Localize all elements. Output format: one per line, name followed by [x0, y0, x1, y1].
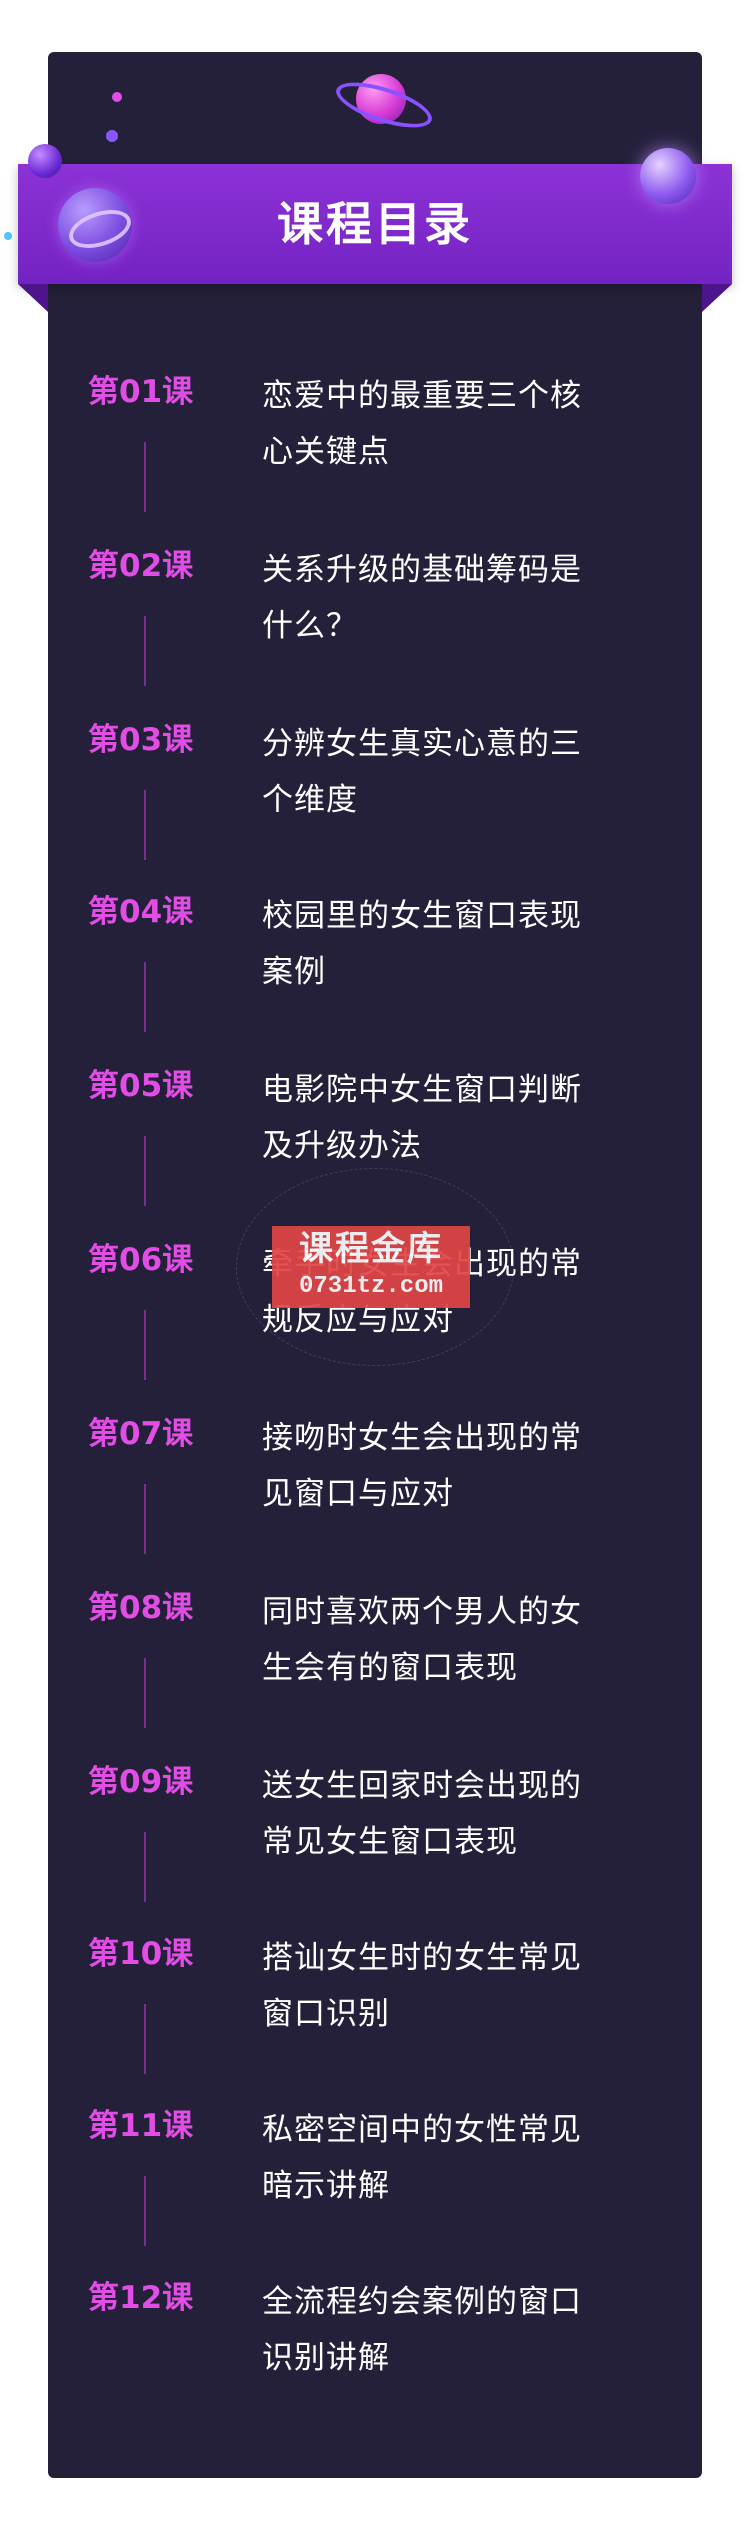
- lesson-title-line: 私密空间中的女性常见: [262, 2112, 582, 2148]
- lesson-title-line: 见窗口与应对: [262, 1476, 454, 1512]
- timeline-connector: [144, 790, 146, 860]
- list-item[interactable]: 第01课 恋爱中的最重要三个核 心关键点: [88, 368, 648, 478]
- lesson-label: 第10课: [88, 1936, 194, 1972]
- lesson-title-line: 同时喜欢两个男人的女: [262, 1594, 582, 1630]
- lesson-label: 第09课: [88, 1764, 194, 1800]
- lesson-label: 第02课: [88, 548, 194, 584]
- banner-fold-left: [18, 284, 48, 312]
- lesson-title: 关系升级的基础筹码是 什么？: [262, 542, 632, 654]
- lesson-title-line: 分辨女生真实心意的三: [262, 726, 582, 762]
- timeline-connector: [144, 1136, 146, 1206]
- lesson-title-line: 电影院中女生窗口判断: [262, 1072, 582, 1108]
- list-item[interactable]: 第12课 全流程约会案例的窗口 识别讲解: [88, 2274, 648, 2384]
- lesson-label: 第08课: [88, 1590, 194, 1626]
- timeline-connector: [144, 1484, 146, 1554]
- lesson-label: 第07课: [88, 1416, 194, 1452]
- banner-fold-right: [702, 284, 732, 312]
- lesson-title-line: 及升级办法: [262, 1128, 422, 1164]
- lesson-title-line: 关系升级的基础筹码是: [262, 552, 582, 588]
- small-star-icon: [112, 92, 122, 102]
- lesson-title-line: 案例: [262, 954, 326, 990]
- timeline-connector: [144, 616, 146, 686]
- list-item[interactable]: 第11课 私密空间中的女性常见 暗示讲解: [88, 2102, 648, 2212]
- lesson-title-line: 窗口识别: [262, 1996, 390, 2032]
- watermark-main: 课程金库: [299, 1229, 443, 1269]
- lesson-title: 校园里的女生窗口表现 案例: [262, 888, 632, 1000]
- lesson-title-line: 恋爱中的最重要三个核: [262, 378, 582, 414]
- lesson-title: 电影院中女生窗口判断 及升级办法: [262, 1062, 632, 1174]
- lesson-title-line: 校园里的女生窗口表现: [262, 898, 582, 934]
- lesson-label: 第03课: [88, 722, 194, 758]
- list-item[interactable]: 第08课 同时喜欢两个男人的女 生会有的窗口表现: [88, 1584, 648, 1694]
- small-planet-icon: [106, 130, 118, 142]
- lesson-label: 第01课: [88, 374, 194, 410]
- purple-planet-icon: [28, 144, 62, 178]
- lesson-title-line: 心关键点: [262, 434, 390, 470]
- timeline-connector: [144, 1658, 146, 1728]
- small-star-icon: [4, 232, 12, 240]
- timeline-connector: [144, 962, 146, 1032]
- lesson-title: 接吻时女生会出现的常 见窗口与应对: [262, 1410, 632, 1522]
- list-item[interactable]: 第03课 分辨女生真实心意的三 个维度: [88, 716, 648, 826]
- lesson-label: 第06课: [88, 1242, 194, 1278]
- lesson-title-line: 识别讲解: [262, 2340, 390, 2376]
- ringed-planet-icon: [58, 188, 132, 262]
- timeline-connector: [144, 2176, 146, 2246]
- lesson-title: 搭讪女生时的女生常见 窗口识别: [262, 1930, 632, 2042]
- lesson-title-line: 搭讪女生时的女生常见: [262, 1940, 582, 1976]
- list-item[interactable]: 第07课 接吻时女生会出现的常 见窗口与应对: [88, 1410, 648, 1520]
- lesson-title-line: 暗示讲解: [262, 2168, 390, 2204]
- timeline-connector: [144, 1310, 146, 1380]
- timeline-connector: [144, 2004, 146, 2074]
- title-banner: [18, 164, 732, 284]
- lesson-title: 恋爱中的最重要三个核 心关键点: [262, 368, 632, 480]
- lesson-title-line: 什么？: [262, 608, 358, 644]
- timeline-connector: [144, 1832, 146, 1902]
- lesson-title-line: 送女生回家时会出现的: [262, 1768, 582, 1804]
- lesson-title: 同时喜欢两个男人的女 生会有的窗口表现: [262, 1584, 632, 1696]
- lesson-title: 全流程约会案例的窗口 识别讲解: [262, 2274, 632, 2386]
- glowing-planet-icon: [640, 148, 696, 204]
- lesson-title: 分辨女生真实心意的三 个维度: [262, 716, 632, 828]
- watermark-url: 0731tz.com: [298, 1273, 444, 1300]
- pink-planet-icon: [356, 74, 406, 124]
- list-item[interactable]: 第05课 电影院中女生窗口判断 及升级办法: [88, 1062, 648, 1172]
- lesson-label: 第04课: [88, 894, 194, 930]
- list-item[interactable]: 第10课 搭讪女生时的女生常见 窗口识别: [88, 1930, 648, 2040]
- timeline-connector: [144, 442, 146, 512]
- lesson-label: 第11课: [88, 2108, 194, 2144]
- list-item[interactable]: 第02课 关系升级的基础筹码是 什么？: [88, 542, 648, 652]
- watermark-ring: [236, 1168, 514, 1366]
- lesson-label: 第05课: [88, 1068, 194, 1104]
- list-item[interactable]: 第04课 校园里的女生窗口表现 案例: [88, 888, 648, 998]
- lesson-title-line: 接吻时女生会出现的常: [262, 1420, 582, 1456]
- lesson-title-line: 个维度: [262, 782, 358, 818]
- lesson-title: 送女生回家时会出现的 常见女生窗口表现: [262, 1758, 632, 1870]
- page-title: 课程目录: [277, 197, 473, 251]
- list-item[interactable]: 第09课 送女生回家时会出现的 常见女生窗口表现: [88, 1758, 648, 1868]
- lesson-title: 私密空间中的女性常见 暗示讲解: [262, 2102, 632, 2214]
- lesson-title-line: 常见女生窗口表现: [262, 1824, 518, 1860]
- watermark-badge: 课程金库 0731tz.com: [272, 1226, 470, 1308]
- lesson-label: 第12课: [88, 2280, 194, 2316]
- lesson-title-line: 生会有的窗口表现: [262, 1650, 518, 1686]
- lesson-title-line: 全流程约会案例的窗口: [262, 2284, 582, 2320]
